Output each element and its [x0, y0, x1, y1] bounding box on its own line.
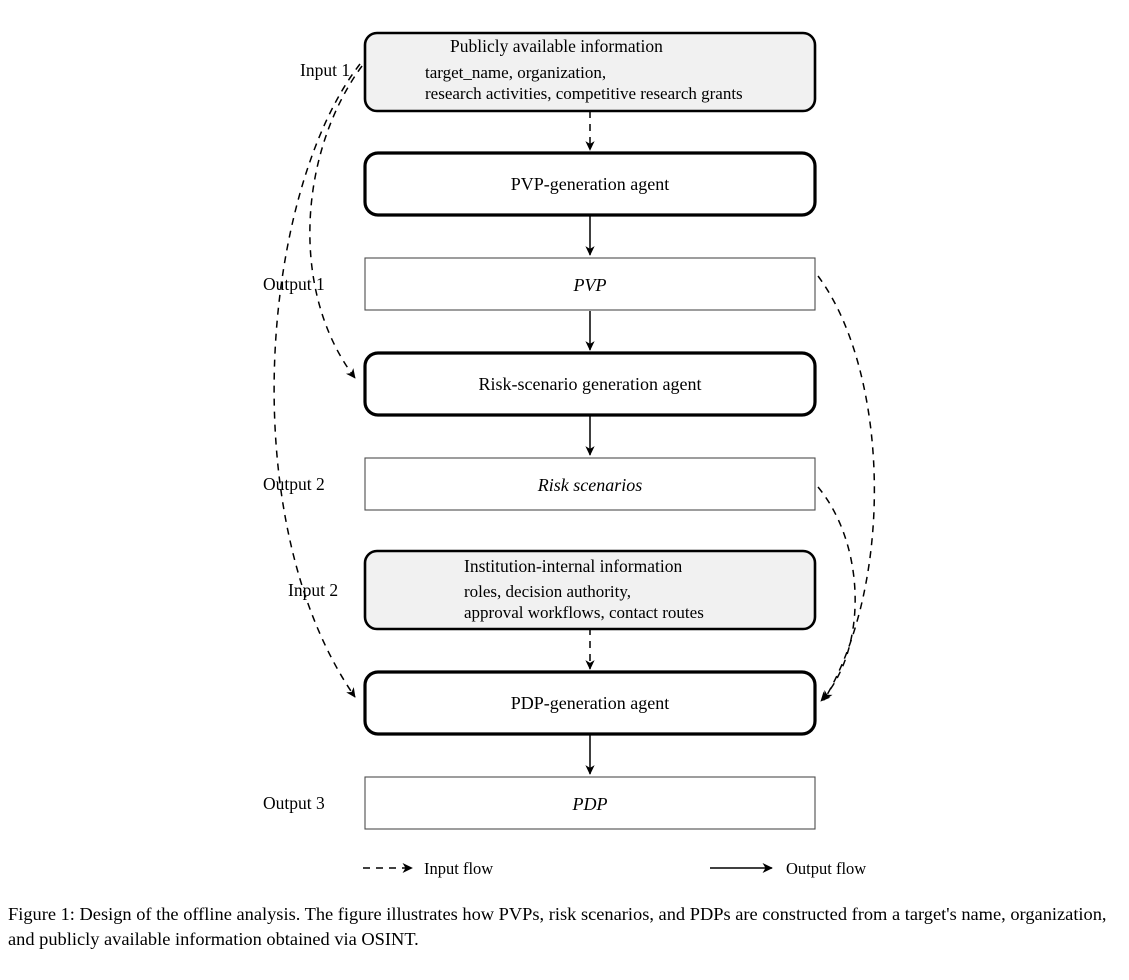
node-pvp-generation-agent-box[interactable]: [363, 151, 817, 217]
node-output-risk-scenarios[interactable]: Risk scenarios: [364, 457, 816, 511]
node-risk-scenario-generation-agent-box[interactable]: [363, 351, 817, 417]
node-pvp-generation-agent-label: PVP-generation agent: [511, 174, 669, 194]
node-risk-scenario-generation-agent-label: Risk-scenario generation agent: [479, 374, 702, 394]
side-label-output2: Output 2: [263, 474, 325, 494]
node-input2[interactable]: Institution-internal information roles, …: [363, 549, 817, 631]
node-output-pdp-box[interactable]: [364, 776, 816, 830]
legend: Input flow Output flow: [363, 859, 866, 878]
side-label-output1: Output 1: [263, 274, 325, 294]
node-output-pdp-label: PDP: [572, 794, 608, 814]
node-output-risk-scenarios-label: Risk scenarios: [537, 475, 642, 495]
legend-output-flow-label: Output flow: [786, 859, 866, 878]
flow-risk-scenarios-to-pdp-agent: [817, 486, 856, 702]
legend-input-flow-label: Input flow: [424, 859, 493, 878]
side-label-output3: Output 3: [263, 793, 325, 813]
node-output-pvp[interactable]: PVP: [364, 257, 816, 311]
node-input2-detail-line2: approval workflows, contact routes: [464, 603, 704, 622]
flow-input1-to-pdp-agent: [273, 63, 361, 698]
node-pvp-generation-agent[interactable]: PVP-generation agent: [363, 151, 817, 217]
node-pdp-generation-agent-box[interactable]: [363, 670, 817, 736]
node-pdp-generation-agent-label: PDP-generation agent: [511, 693, 669, 713]
node-input2-detail-line1: roles, decision authority,: [464, 582, 631, 601]
node-output-pdp[interactable]: PDP: [364, 776, 816, 830]
node-input1-detail-line1: target_name, organization,: [425, 63, 606, 82]
node-pdp-generation-agent[interactable]: PDP-generation agent: [363, 670, 817, 736]
node-output-risk-scenarios-box[interactable]: [364, 457, 816, 511]
node-risk-scenario-generation-agent[interactable]: Risk-scenario generation agent: [363, 351, 817, 417]
node-input1[interactable]: Publicly available information target_na…: [363, 31, 817, 113]
side-label-input1: Input 1: [300, 60, 350, 80]
node-output-pvp-label: PVP: [573, 275, 607, 295]
node-input1-detail-line2: research activities, competitive researc…: [425, 84, 743, 103]
node-input2-box[interactable]: [363, 549, 817, 631]
node-input1-title: Publicly available information: [450, 36, 663, 56]
node-input2-title: Institution-internal information: [464, 556, 682, 576]
side-label-input2: Input 2: [288, 580, 338, 600]
flow-pvp-to-pdp-agent: [817, 275, 876, 701]
offline-analysis-flow-diagram: Publicly available information target_na…: [263, 31, 876, 878]
node-input1-box[interactable]: [363, 31, 817, 113]
figure-caption: Figure 1: Design of the offline analysis…: [8, 904, 1107, 950]
flow-input1-to-risk-agent: [309, 65, 363, 379]
node-output-pvp-box[interactable]: [364, 257, 816, 311]
